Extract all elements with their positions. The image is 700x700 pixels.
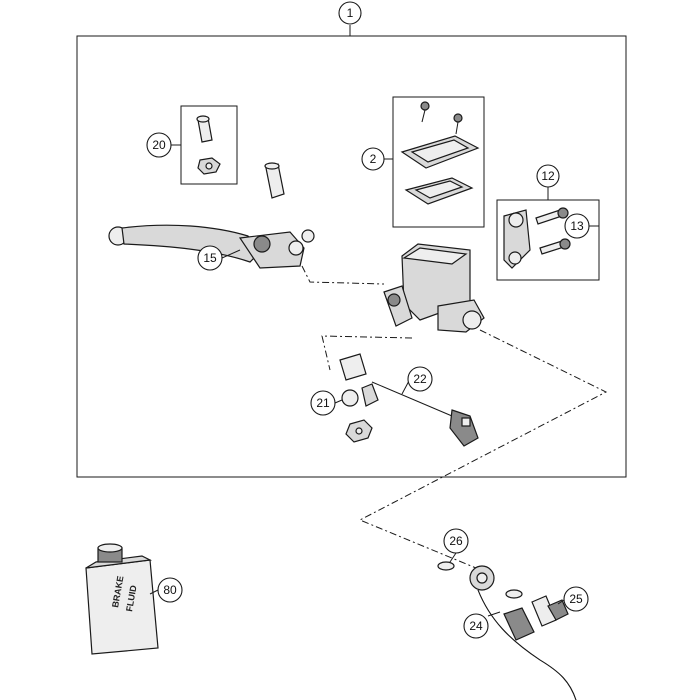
leader-21	[334, 399, 343, 404]
svg-text:22: 22	[413, 372, 427, 386]
part-21-switch-nut	[339, 353, 373, 443]
part-2-reservoir-cover	[400, 101, 480, 205]
callout-12: 12	[536, 164, 560, 188]
part-26-washer	[437, 561, 455, 571]
svg-text:1: 1	[347, 6, 354, 20]
svg-text:12: 12	[541, 169, 555, 183]
part-80-brake-fluid-can: BRAKE FLUID	[85, 543, 159, 655]
leader-15	[221, 249, 241, 259]
callout-20: 20	[146, 132, 172, 158]
guide-body-to-switch	[321, 335, 413, 371]
callout-15: 15	[197, 245, 223, 271]
part-25-banjo-bolt	[505, 589, 569, 627]
callout-21: 21	[310, 390, 336, 416]
callout-1: 1	[338, 1, 362, 25]
part-20-pin-and-nut	[196, 115, 221, 175]
part-15-adjuster-pin	[264, 162, 285, 199]
svg-text:26: 26	[449, 534, 463, 548]
callout-26: 26	[443, 528, 469, 554]
callout-80: 80	[157, 577, 183, 603]
part-15-brake-lever	[108, 224, 315, 269]
svg-text:2: 2	[370, 152, 377, 166]
svg-text:25: 25	[569, 592, 583, 606]
leader-80	[149, 589, 159, 595]
svg-text:80: 80	[163, 583, 177, 597]
assembly-frame	[76, 35, 627, 478]
part-22-switch-cable	[361, 381, 479, 447]
svg-text:15: 15	[203, 251, 217, 265]
group-box-2	[392, 96, 485, 228]
guide-body-to-hose	[358, 329, 608, 569]
leader-25	[557, 599, 565, 605]
callout-25: 25	[563, 586, 589, 612]
leader-26	[449, 552, 457, 563]
leader-24	[487, 611, 501, 617]
master-cylinder-body	[383, 243, 485, 333]
svg-text:24: 24	[469, 619, 483, 633]
callout-2: 2	[361, 147, 385, 171]
svg-text:13: 13	[570, 219, 584, 233]
svg-text:20: 20	[152, 138, 166, 152]
guide-lever-to-body	[301, 265, 385, 285]
callout-13: 13	[564, 213, 590, 239]
callout-24: 24	[463, 613, 489, 639]
part-13-clamp-bolts	[535, 207, 571, 255]
part-24-brake-hose	[469, 565, 577, 700]
callout-22: 22	[407, 366, 433, 392]
svg-text:21: 21	[316, 396, 330, 410]
part-12-handlebar-clamp	[503, 209, 531, 269]
can-label-fluid: FLUID	[124, 584, 139, 612]
